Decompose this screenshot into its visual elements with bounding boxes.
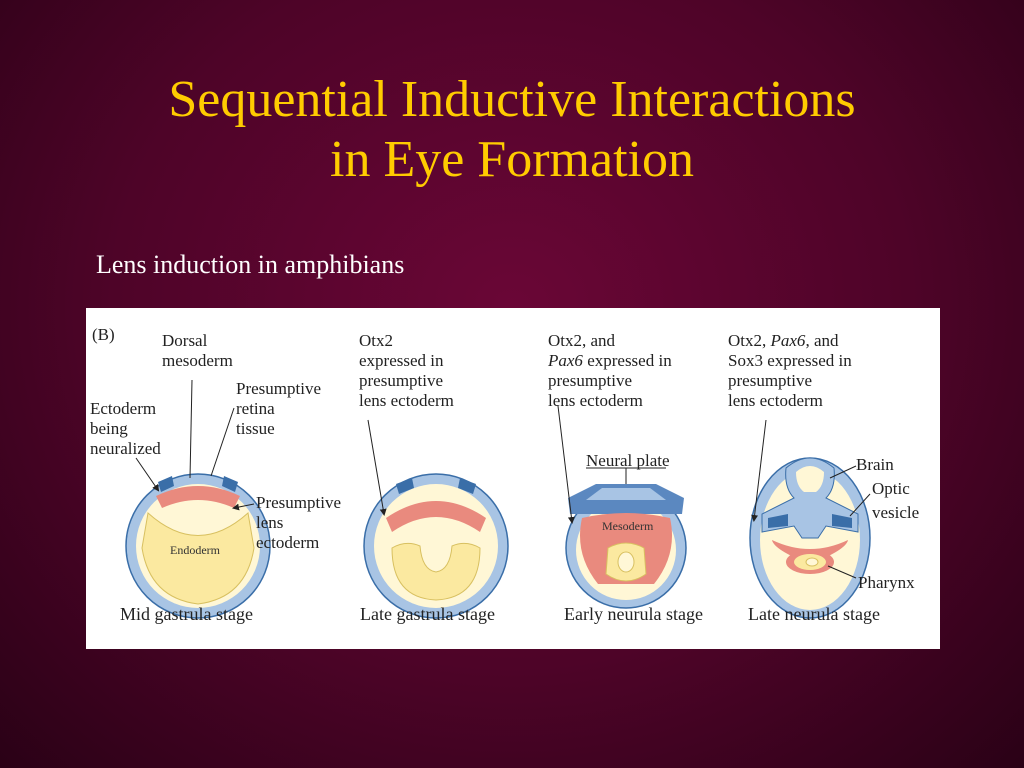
figure-svg: (B) Dorsal mesoderm Presumptive retina t… (90, 325, 919, 624)
mid-gastrula-diagram (125, 379, 271, 619)
label-ectoderm-neuralized-1: Ectoderm (90, 399, 156, 418)
label-and-suffix: , and (805, 331, 839, 350)
label-presumptive-2: presumptive (359, 371, 443, 390)
label-presumptive-lens-1: Presumptive (256, 493, 341, 512)
label-pax6-expressed-rest: expressed in (583, 351, 672, 370)
panel-label: (B) (92, 325, 115, 344)
label-mesoderm: mesoderm (162, 351, 233, 370)
title-line-2: in Eye Formation (330, 131, 694, 188)
label-pax6-expressed: Pax6 expressed in (547, 351, 672, 370)
label-otx2: Otx2 (359, 331, 393, 350)
label-pharynx: Pharynx (858, 573, 915, 592)
label-vesicle: vesicle (872, 503, 919, 522)
label-neural-plate: Neural plate (586, 451, 670, 470)
label-presumptive-4: presumptive (728, 371, 812, 390)
stage-early-neurula: Early neurula stage (564, 604, 703, 624)
label-otx2-and: Otx2, and (548, 331, 616, 350)
label-lens-ectoderm-4: lens ectoderm (728, 391, 823, 410)
label-lens-ectoderm-2: lens ectoderm (359, 391, 454, 410)
slide-title: Sequential Inductive Interactions in Eye… (0, 70, 1024, 190)
label-otx2-pax6-and: Otx2, Pax6, and (728, 331, 839, 350)
stage-late-neurula: Late neurula stage (748, 604, 880, 624)
label-presumptive-retina-1: Presumptive (236, 379, 321, 398)
label-presumptive-lens-2: lens (256, 513, 283, 532)
early-neurula-diagram (557, 405, 687, 609)
late-gastrula-diagram (363, 419, 509, 619)
label-lens-ectoderm-3: lens ectoderm (548, 391, 643, 410)
label-otx2-prefix: Otx2, (728, 331, 771, 350)
label-presumptive-3: presumptive (548, 371, 632, 390)
label-presumptive-lens-3: ectoderm (256, 533, 319, 552)
slide-subtitle: Lens induction in amphibians (96, 250, 405, 279)
label-pax6-italic: Pax6 (547, 351, 583, 370)
label-brain: Brain (856, 455, 894, 474)
label-presumptive-retina-3: tissue (236, 419, 275, 438)
label-ectoderm-neuralized-3: neuralized (90, 439, 161, 458)
label-pax6-italic-4: Pax6 (770, 331, 806, 350)
eye-formation-figure: (B) Dorsal mesoderm Presumptive retina t… (86, 308, 940, 649)
label-endoderm: Endoderm (170, 543, 221, 557)
stage-late-gastrula: Late gastrula stage (360, 604, 495, 624)
label-mesoderm-inner: Mesoderm (602, 519, 654, 533)
label-optic: Optic (872, 479, 910, 498)
label-expressed-in: expressed in (359, 351, 444, 370)
title-line-1: Sequential Inductive Interactions (168, 71, 856, 128)
label-sox3-expressed: Sox3 expressed in (728, 351, 852, 370)
late-neurula-diagram (749, 419, 871, 619)
label-presumptive-retina-2: retina (236, 399, 275, 418)
stage-mid-gastrula: Mid gastrula stage (120, 604, 253, 624)
label-dorsal: Dorsal (162, 331, 208, 350)
label-ectoderm-neuralized-2: being (90, 419, 128, 438)
